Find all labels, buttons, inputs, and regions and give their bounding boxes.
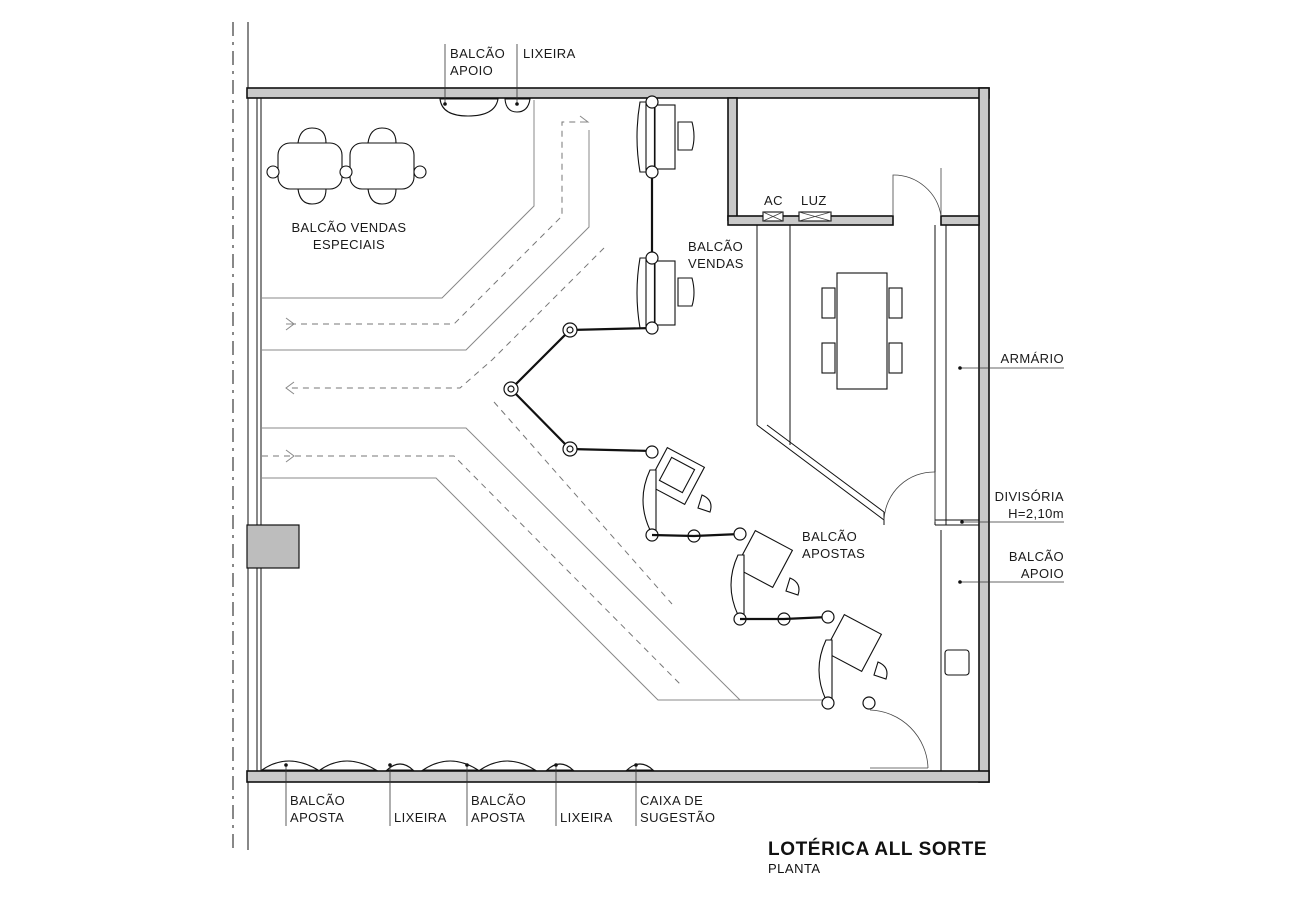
label-balcao-vendas-especiais-2: ESPECIAIS: [313, 237, 385, 252]
column: [246, 524, 300, 569]
label-balcao-apostas-2: APOSTAS: [802, 546, 865, 561]
label-lixeira-1: LIXEIRA: [394, 810, 447, 825]
label-balcao-vendas-2: VENDAS: [688, 256, 744, 271]
label-balcao-vendas-especiais-1: BALCÃO VENDAS: [291, 220, 406, 235]
label-balcao-aposta-1b: APOSTA: [290, 810, 344, 825]
labels: BALCÃO APOIO LIXEIRA BALCÃO VENDAS ESPEC…: [290, 46, 1064, 876]
label-lixeira-top: LIXEIRA: [523, 46, 576, 61]
label-divisoria-2: H=2,10m: [1008, 506, 1064, 521]
bet-station-2: [730, 527, 829, 626]
drawing-title: LOTÉRICA ALL SORTE: [768, 838, 987, 860]
bet-station-3: [818, 610, 888, 710]
top-counter: [439, 98, 531, 117]
label-balcao-apostas-1: BALCÃO: [802, 529, 857, 544]
label-armario: ARMÁRIO: [1001, 351, 1064, 366]
label-caixa-sugestao-1: CAIXA DE: [640, 793, 703, 808]
drawing-subtitle: PLANTA: [768, 861, 821, 876]
balcao-apostas-furniture: [642, 445, 888, 710]
label-ac: AC: [764, 193, 783, 208]
label-balcao-aposta-1a: BALCÃO: [290, 793, 345, 808]
bet-station-1: [642, 445, 741, 543]
label-balcao-aposta-2b: APOSTA: [471, 810, 525, 825]
ac-luz-panels: [762, 211, 832, 222]
label-balcao-apoio-right-1: BALCÃO: [1009, 549, 1064, 564]
balcao-vendas-especiais-furniture: [266, 127, 427, 205]
circulation-paths: [262, 100, 830, 701]
label-balcao-apoio-top-1: BALCÃO: [450, 46, 505, 61]
leaders: [284, 44, 1064, 826]
label-divisoria-1: DIVISÓRIA: [995, 489, 1064, 504]
label-balcao-vendas-1: BALCÃO: [688, 239, 743, 254]
office-partition: [756, 225, 979, 526]
label-luz: LUZ: [801, 193, 827, 208]
right-counters: [869, 530, 970, 771]
office-table: [821, 272, 903, 390]
exterior-walls: [246, 87, 990, 783]
label-caixa-sugestao-2: SUGESTÃO: [640, 810, 715, 825]
label-lixeira-2: LIXEIRA: [560, 810, 613, 825]
safe: [944, 649, 970, 676]
label-balcao-aposta-2a: BALCÃO: [471, 793, 526, 808]
label-balcao-apoio-right-2: APOIO: [1021, 566, 1064, 581]
balcao-vendas-furniture: [503, 95, 695, 457]
label-balcao-apoio-top-2: APOIO: [450, 63, 493, 78]
bottom-counters: [260, 760, 655, 771]
sidewalk-lines: [232, 22, 249, 850]
